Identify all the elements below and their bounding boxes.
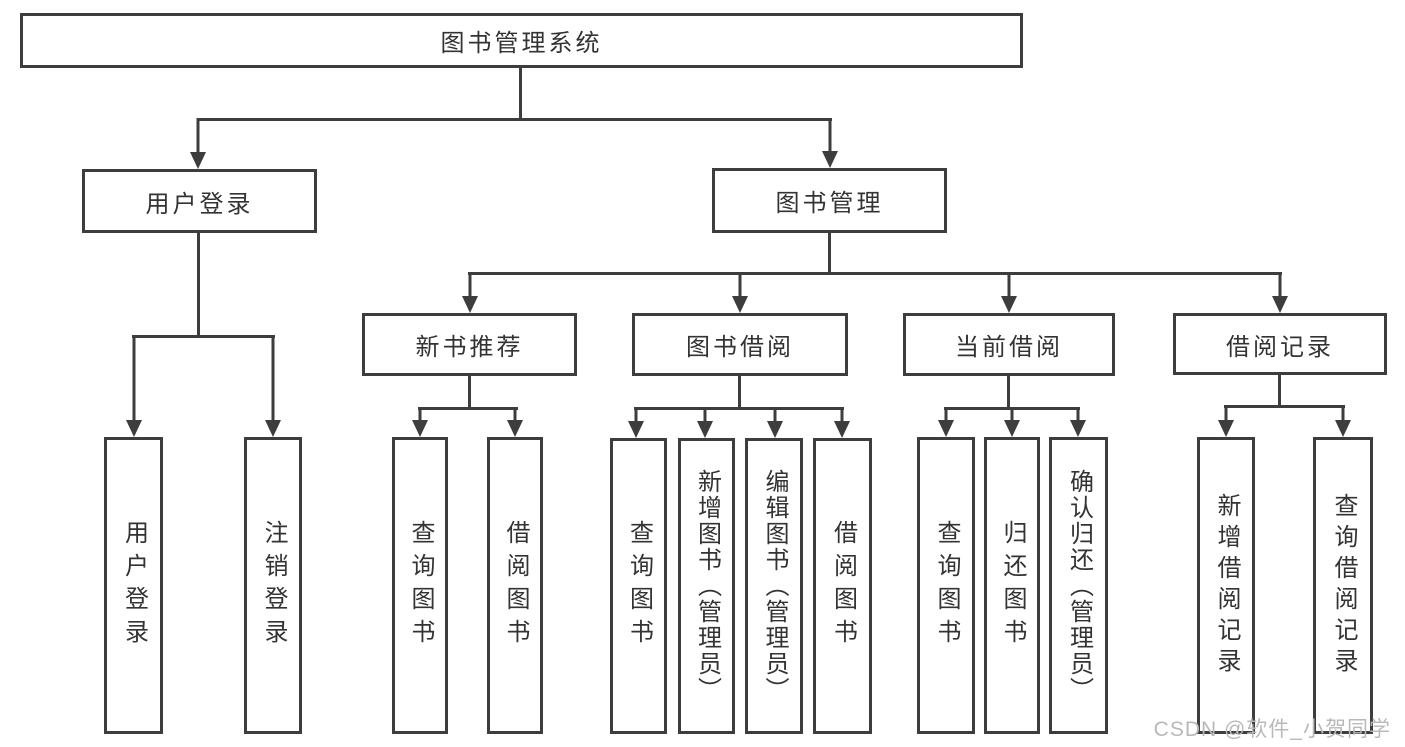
connector-currentborrow-stem <box>1007 376 1010 409</box>
leaf-newbook-borrow-books: 借阅图书 <box>487 437 543 734</box>
arrow-to-current-borrow <box>1000 273 1018 313</box>
connector-bookborrow-branch <box>634 407 844 410</box>
leaf-borrow-add-books-admin-label: 新增图书（管理员） <box>693 469 721 703</box>
connector-newbook-stem <box>468 376 471 409</box>
arrow-to-current-confirm <box>1069 407 1087 437</box>
node-borrow-record-label: 借阅记录 <box>1226 333 1334 361</box>
leaf-current-query-books: 查询图书 <box>917 437 975 734</box>
arrow-to-new-book-recommend <box>461 273 479 313</box>
arrow-to-newbook-query <box>411 407 429 437</box>
node-book-management-label: 图书管理 <box>775 190 884 217</box>
leaf-user-login-label: 用户登录 <box>120 519 148 652</box>
node-book-borrow-label: 图书借阅 <box>686 334 794 361</box>
arrow-to-user-login <box>189 118 207 169</box>
connector-userlogin-stem <box>197 233 200 337</box>
arrow-to-current-query <box>937 407 955 437</box>
node-borrow-record: 借阅记录 <box>1173 313 1387 375</box>
arrow-to-book-borrow <box>731 273 749 313</box>
arrow-to-book-management <box>821 118 839 168</box>
node-book-borrow: 图书借阅 <box>632 313 848 376</box>
leaf-current-confirm-return-admin: 确认归还（管理员） <box>1049 437 1108 734</box>
arrow-to-borrow-add <box>696 407 714 438</box>
connector-borrowrecord-stem <box>1278 375 1281 407</box>
leaf-borrow-query-books: 查询图书 <box>610 438 667 734</box>
node-root: 图书管理系统 <box>20 13 1023 68</box>
node-current-borrow: 当前借阅 <box>903 313 1115 376</box>
connector-bookmgmt-branch <box>468 272 1282 275</box>
arrow-to-borrow-borrow <box>833 407 851 438</box>
arrow-to-record-add <box>1217 405 1235 437</box>
leaf-current-return-books: 归还图书 <box>984 437 1040 734</box>
leaf-current-query-books-label: 查询图书 <box>933 519 960 652</box>
connector-bookborrow-stem <box>738 376 741 409</box>
arrow-to-record-query <box>1334 405 1352 437</box>
arrow-to-borrow-edit <box>766 407 784 438</box>
leaf-current-return-books-label: 归还图书 <box>999 519 1026 652</box>
arrow-to-leaf-user-login <box>125 335 143 437</box>
arrow-to-borrow-query <box>627 407 645 438</box>
leaf-current-confirm-return-admin-label: 确认归还（管理员） <box>1065 468 1093 703</box>
connector-bookmgmt-stem <box>828 233 831 275</box>
leaf-borrow-query-books-label: 查询图书 <box>625 520 653 652</box>
leaf-borrow-borrow-books-label: 借阅图书 <box>829 520 857 652</box>
leaf-record-add-borrow-record: 新增借阅记录 <box>1197 437 1255 734</box>
leaf-record-query-borrow-record: 查询借阅记录 <box>1313 437 1373 734</box>
node-book-management: 图书管理 <box>712 168 947 233</box>
node-new-book-recommend-label: 新书推荐 <box>415 334 524 361</box>
leaf-newbook-query-books-label: 查询图书 <box>407 519 434 652</box>
arrow-to-newbook-borrow <box>506 407 524 437</box>
connector-root-branch <box>197 118 832 121</box>
leaf-borrow-edit-books-admin: 编辑图书（管理员） <box>745 438 803 734</box>
leaf-borrow-edit-books-admin-label: 编辑图书（管理员） <box>761 469 788 703</box>
leaf-newbook-borrow-books-label: 借阅图书 <box>502 519 529 652</box>
csdn-watermark: CSDN @软件_小贺同学 <box>1153 718 1391 741</box>
leaf-logout-label: 注销登录 <box>260 519 287 652</box>
node-root-label: 图书管理系统 <box>440 30 603 57</box>
arrow-to-borrow-record <box>1271 273 1289 313</box>
leaf-newbook-query-books: 查询图书 <box>392 437 448 734</box>
arrow-to-leaf-logout <box>264 335 282 437</box>
arrow-to-current-return <box>1003 407 1021 437</box>
leaf-user-login: 用户登录 <box>104 437 163 734</box>
leaf-record-query-borrow-record-label: 查询借阅记录 <box>1330 492 1357 679</box>
connector-root-stem <box>519 68 522 120</box>
leaf-borrow-add-books-admin: 新增图书（管理员） <box>678 438 735 734</box>
leaf-borrow-borrow-books: 借阅图书 <box>813 438 872 734</box>
node-user-login-label: 用户登录 <box>145 190 254 218</box>
connector-borrowrecord-branch <box>1224 405 1345 408</box>
leaf-logout: 注销登录 <box>244 437 302 734</box>
connector-newbook-branch <box>418 407 518 410</box>
leaf-record-add-borrow-record-label: 新增借阅记录 <box>1213 492 1240 679</box>
node-current-borrow-label: 当前借阅 <box>955 334 1063 361</box>
connector-userlogin-branch <box>132 335 275 338</box>
node-user-login: 用户登录 <box>82 169 317 233</box>
node-new-book-recommend: 新书推荐 <box>362 313 577 376</box>
